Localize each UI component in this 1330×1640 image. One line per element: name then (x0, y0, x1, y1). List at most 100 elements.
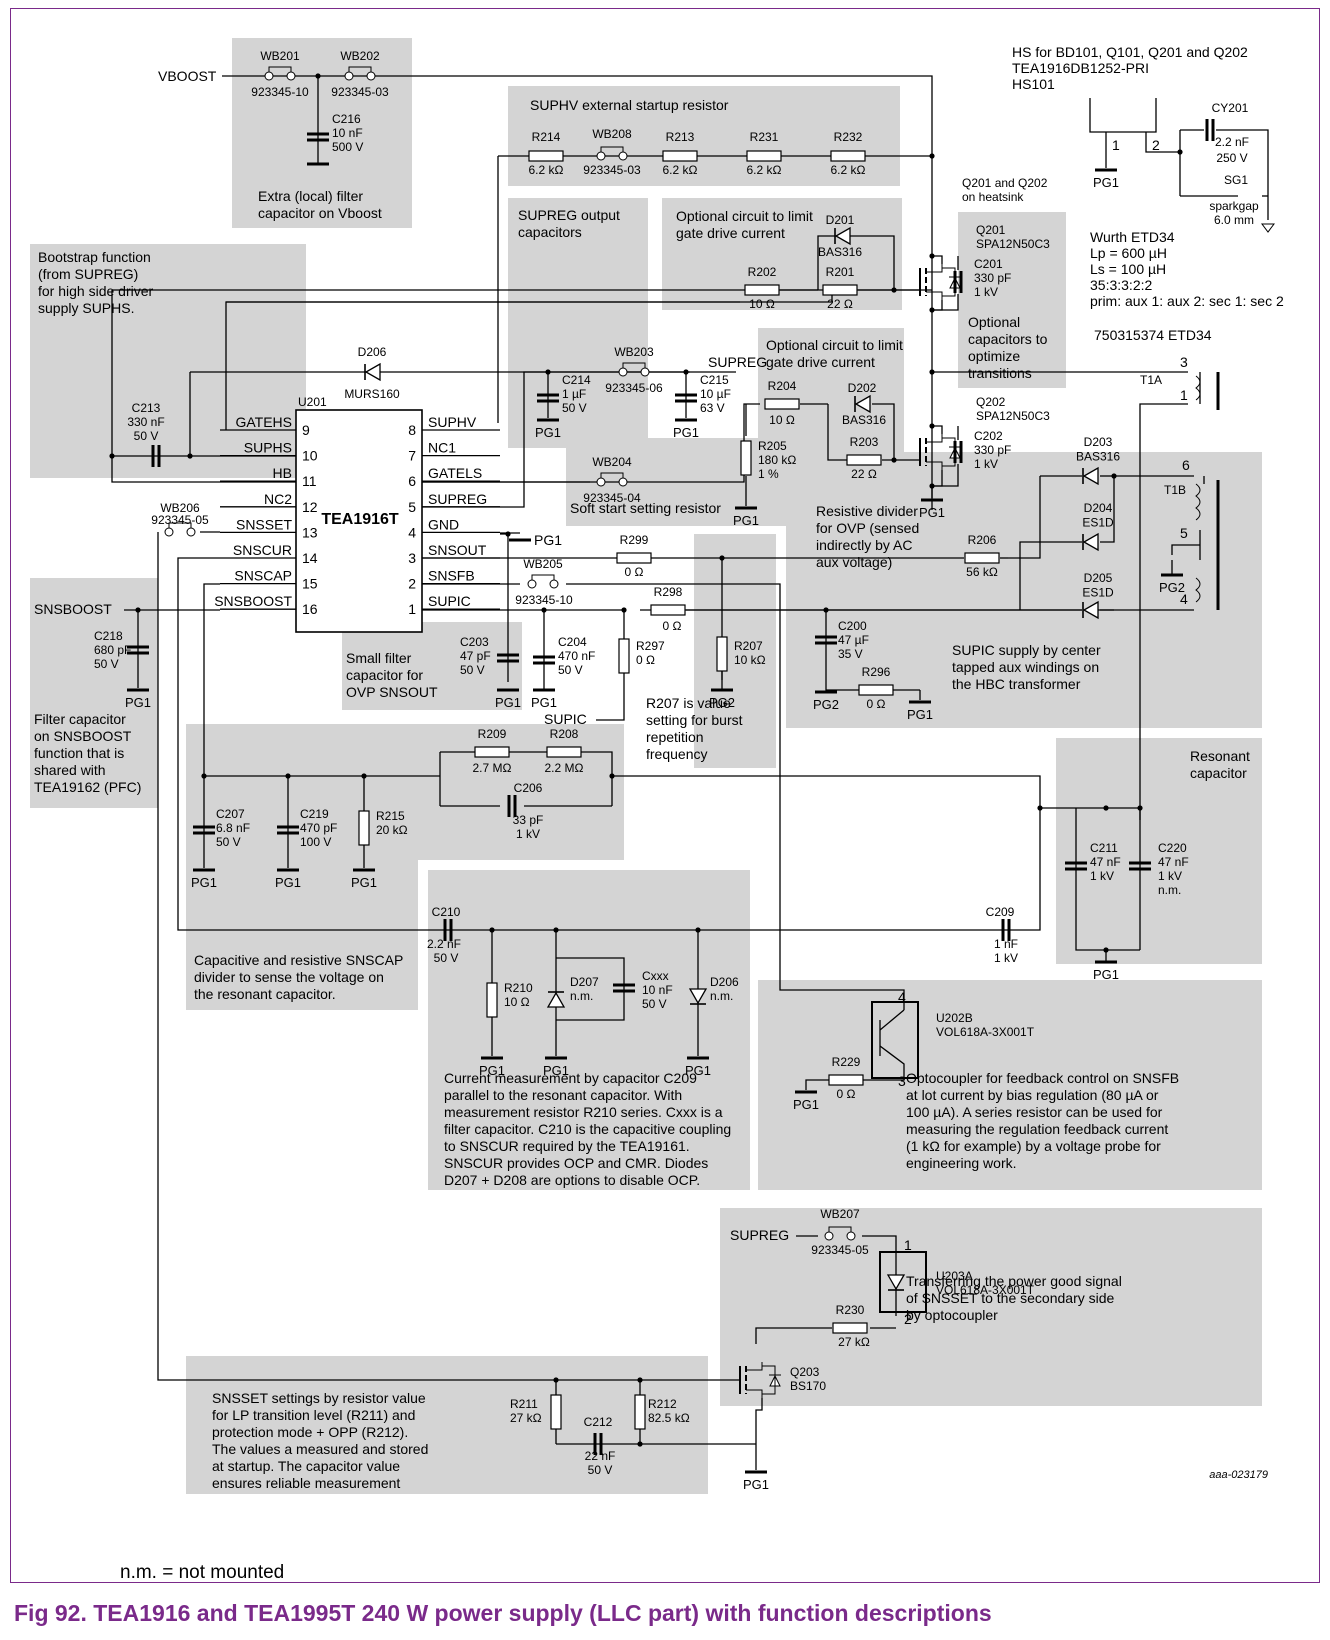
part-label: BAS316 (842, 413, 886, 427)
part-label: WB201 (260, 49, 300, 63)
box-supreg-caps (508, 198, 648, 448)
part-label: R213 (666, 130, 695, 144)
junction (637, 1441, 643, 1447)
net-label: PG1 (534, 532, 562, 548)
resistor (616, 552, 652, 564)
box-text-softstart: Soft start setting resistor (570, 500, 721, 516)
part-label: 6.0 mm (1214, 213, 1254, 227)
junction (553, 1377, 559, 1383)
box-small-filter (342, 622, 522, 710)
part-label: R231 (750, 130, 779, 144)
jumper-pad (596, 477, 606, 487)
part-label: C212 (584, 1415, 613, 1429)
mosfet-drain (926, 264, 943, 273)
wire (177, 557, 1041, 931)
wire (932, 464, 959, 487)
part-label: WB203 (614, 345, 654, 359)
diode (854, 394, 871, 414)
ground-label: PG1 (275, 875, 301, 890)
mosfet-source (926, 291, 943, 300)
junction (929, 423, 935, 429)
jumper-pad (286, 71, 296, 81)
wire (932, 294, 959, 311)
wire (932, 425, 943, 434)
part-label: 923345-10 (515, 593, 573, 607)
part-label: C210 (432, 905, 461, 919)
wire (827, 404, 848, 461)
jumper-pad (618, 477, 628, 487)
junction (891, 287, 897, 293)
box-resonant (1056, 738, 1262, 964)
resistor (650, 604, 686, 616)
transformer-label: T1B (1164, 483, 1186, 497)
part-label: 0 Ω (625, 565, 644, 579)
pin-number: 3 (1180, 354, 1188, 370)
ic-pin-label: GND (428, 516, 459, 532)
junction (285, 773, 291, 779)
part-label: 6.2 kΩ (747, 163, 782, 177)
part-label: R208 (550, 727, 579, 741)
part-label: BAS316 (818, 245, 862, 259)
ic-pin-number: 9 (302, 422, 310, 438)
junction (109, 453, 115, 459)
diode (1082, 466, 1099, 486)
part-label: 0 Ω (837, 1087, 856, 1101)
jumper-pad (164, 527, 174, 537)
jumper-pad (824, 1231, 834, 1241)
ic-pin-label: SNSSET (236, 516, 292, 532)
pin-number: 4 (1180, 591, 1188, 607)
ic-pin-label: HB (273, 465, 292, 481)
ground-label: PG1 (1093, 175, 1119, 190)
wire (755, 1327, 832, 1344)
ic-pin-number: 5 (408, 499, 416, 515)
jumper-pad (264, 71, 274, 81)
part-label: WB204 (592, 455, 632, 469)
junction (929, 483, 935, 489)
jumper-pad (366, 71, 376, 81)
jumper-pad (186, 527, 196, 537)
part-label: R230 (836, 1303, 865, 1317)
ic-pin-number: 12 (302, 499, 318, 515)
pin-number: 2 (904, 1311, 912, 1327)
part-label: 0 Ω (663, 619, 682, 633)
ground-label: PG1 (793, 1097, 819, 1112)
junction (823, 607, 829, 613)
junction (1177, 149, 1183, 155)
junction (489, 927, 495, 933)
part-label: 923345-03 (331, 85, 389, 99)
pin-number: 3 (898, 1073, 906, 1089)
mosfet-source (926, 461, 943, 470)
part-label: 6.2 kΩ (663, 163, 698, 177)
junction (135, 607, 141, 613)
ic-pin-label: GATEHS (235, 414, 292, 430)
pin-number: 1 (1180, 387, 1188, 403)
part-label: R232 (834, 130, 863, 144)
net-supic: SUPIC (544, 711, 587, 727)
part-label: SG1 (1224, 173, 1248, 187)
junction (929, 307, 935, 313)
part-label: 0 Ω (867, 697, 886, 711)
jumper-pad (596, 151, 606, 161)
junction (545, 369, 551, 375)
part-label: 923345-03 (583, 163, 641, 177)
wire (755, 1398, 763, 1470)
part-label: WB208 (592, 127, 632, 141)
optocoupler-u202b (871, 1001, 919, 1079)
part-label: 1 nF (994, 937, 1018, 951)
resistor (618, 638, 630, 674)
resistor (546, 746, 582, 758)
resistor (832, 1322, 868, 1334)
